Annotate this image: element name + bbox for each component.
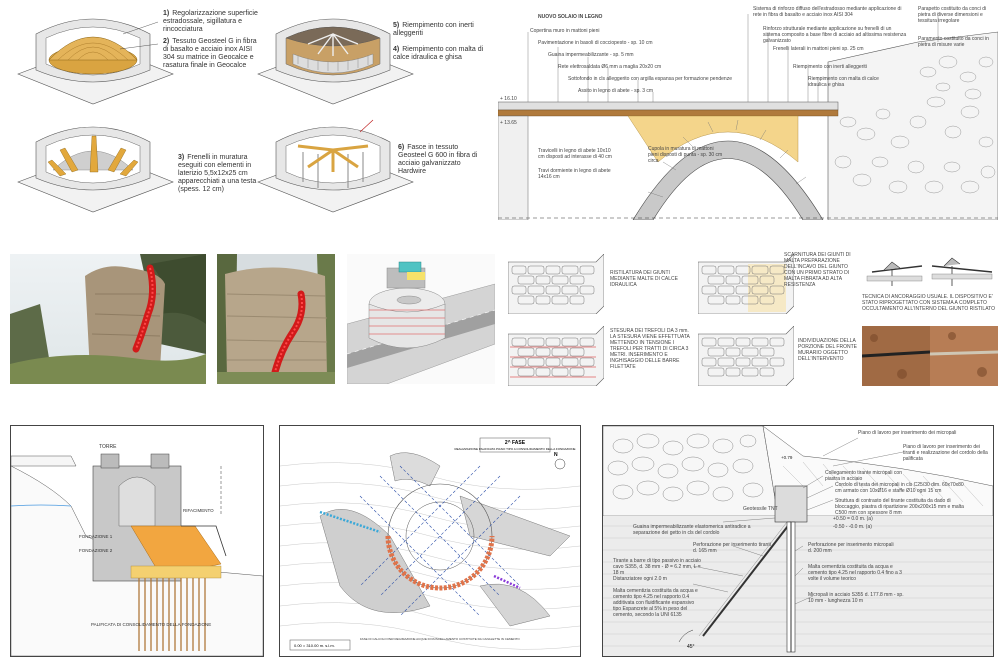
section-label-10: Sistema di rinforzo diffuso dell'estrado… — [753, 6, 902, 18]
wall-diagram-4 — [698, 326, 794, 386]
wall-note-3: STESURA DEI TREFOLI DA 3 mm. LA STESURA … — [610, 328, 690, 370]
section-label-0: NUOVO SOLAIO IN LEGNO — [538, 14, 603, 20]
detail-label-12: Micropali in acciaio S355 d. 177.8 mm - … — [808, 592, 904, 604]
section-label-7: Travicelli in legno di abete 10x10 cm di… — [538, 148, 612, 160]
section-label-1: Copertina muro in mattoni pieni — [530, 28, 600, 34]
anchor-detail-panel: TECNICA DI ANCORAGGIO USUALE. IL DISPOSI… — [862, 252, 998, 386]
dome-step-5-illustration — [257, 18, 414, 105]
detail-label-2: Collegamento tirante micropali con piast… — [825, 470, 902, 482]
wall-note-2: SCARNITURA DEI GIUNTI DI MALTA PREPARAZI… — [784, 252, 851, 288]
detail-label-3: Cordolo di testa dei micropali in cls C2… — [835, 482, 964, 494]
tower-photo-2 — [217, 254, 335, 384]
elevation-label-1: RIFACIMENTO — [183, 508, 214, 513]
step-2-text: Tessuto Geosteel G in fibra di basalto e… — [163, 38, 257, 69]
detail-label-8: Distanziatore ogni 2.0 m — [613, 576, 667, 582]
detail-label-11: Malta cementizia costituita da acqua e c… — [808, 564, 902, 582]
section-label-9: Cupola in muratura di mattoni pieni disp… — [648, 146, 723, 164]
detail-label-13: Geotessile TNT — [743, 506, 778, 512]
detail-label-5: Guaina impermeabilizzante elastomerica a… — [633, 524, 751, 536]
step-3-num: 3) — [178, 154, 185, 161]
section-label-2: Pavimentazione in basoli di cocciopesto … — [538, 40, 653, 46]
level-2: + 13.65 — [500, 120, 517, 126]
tower-photo-1 — [10, 254, 206, 384]
detail-label-0: Piano di lavoro per inserimento dei micr… — [858, 430, 957, 436]
plan-bottom-note: FASE DI CALCOLO PER REGIMAZIONE ACQUE DI… — [360, 637, 520, 641]
section-label-3: Guaina impermeabilizzante - sp. 5 mm — [548, 52, 634, 58]
site-plan-panel: 2^ FASE REALIZZAZIONE PALIFICATA PIANO T… — [279, 425, 581, 657]
section-label-11: Rinforzo strutturale mediante applicazio… — [763, 26, 907, 44]
step-5-text: Riempimento con inerti alleggeriti — [393, 22, 474, 37]
wall-note-4: INDIVIDUAZIONE DELLA PORZIONE DEL FRONTE… — [798, 338, 857, 362]
plan-subtitle: REALIZZAZIONE PALIFICATA PIANO TIPO A CO… — [454, 447, 575, 451]
elevation-label-0: TORRE — [99, 444, 117, 450]
micropile-detail-drawing: 45° +0.79 — [603, 426, 993, 656]
dome-step-1-illustration — [17, 18, 174, 105]
dome-step-6-illustration — [257, 119, 414, 213]
dome-steps-panel: 1)Regolarizzazione superficie estradossa… — [8, 4, 488, 216]
plan-scale-note: 0.00 = 310.00 m. s.l.m. — [294, 643, 335, 648]
detail-label-6: Perforazione per inserimento tiranti d. … — [693, 542, 771, 554]
dome-step-3-illustration — [17, 126, 174, 213]
anchor-note: TECNICA DI ANCORAGGIO USUALE. IL DISPOSI… — [862, 294, 996, 312]
wall-diagram-1 — [508, 254, 604, 314]
step-3-text: Frenelli in muratura eseguiti con elemen… — [178, 154, 257, 193]
elevation-label-3: FONDAZIONE 2 — [79, 548, 113, 553]
step-2-num: 2) — [163, 38, 170, 45]
detail-label-4: Struttura di contrasto del tirante costi… — [835, 498, 964, 516]
level-1: + 16.10 — [500, 96, 517, 102]
anchor-sketch — [866, 257, 993, 286]
section-label-4: Rete elettrosaldata Ø6 mm a maglia 20x20… — [558, 64, 662, 70]
section-label-6: Assito in legno di abete - sp. 3 cm — [578, 88, 654, 94]
anchor-photo — [862, 326, 998, 386]
micropile-detail-panel: 45° +0.79 Piano di lavoro per inseriment… — [602, 425, 994, 657]
detail-label-9: Malta cementizia costituita da acqua e c… — [613, 588, 698, 618]
step-4-num: 4) — [393, 46, 400, 53]
section-label-5: Sottofondo in cls alleggerito con argill… — [568, 76, 732, 82]
angle-label: 45° — [687, 644, 695, 650]
elevation-panel: TORRE RIFACIMENTO FONDAZIONE 1 FONDAZION… — [10, 425, 264, 657]
detail-label-7: Tirante a barre di tipo passivo in accia… — [613, 558, 701, 576]
step-6-num: 6) — [398, 144, 405, 151]
section-drawing-panel: NUOVO SOLAIO IN LEGNO Copertina muro in … — [498, 2, 998, 220]
section-label-15: Paramento costituito da conci in pietra … — [918, 36, 989, 48]
section-label-12: Frenelli laterali in mattoni pieni sp. 2… — [773, 46, 864, 52]
section-label-14: Riempimento con malta di calce idraulica… — [808, 76, 879, 88]
wall-diagram-2 — [698, 254, 794, 314]
elevation-label-2: FONDAZIONE 1 — [79, 534, 113, 539]
section-label-13: Riempimento con inerti alleggeriti — [793, 64, 867, 70]
detail-level-1: +0.50 = 0.0 m. (a) — [833, 516, 873, 522]
tower-3d-model — [347, 254, 495, 384]
wall-diagram-3 — [508, 326, 604, 386]
detail-level-0: +0.79 — [781, 455, 793, 460]
step-5-num: 5) — [393, 22, 400, 29]
detail-label-10: Perforazione per inserimento micropali d… — [808, 542, 894, 554]
north-arrow: N — [554, 452, 558, 458]
step-1-num: 1) — [163, 10, 170, 17]
wall-technique-panel: RISTILATURA DEI GIUNTI MEDIANTE MALTE DI… — [508, 252, 858, 390]
section-drawing — [498, 12, 998, 220]
elevation-label-4: PALIFICATA DI CONSOLIDAMENTO DELLA FONDA… — [91, 622, 211, 627]
step-6-text: Fasce in tessuto Geosteel G 600 in fibra… — [398, 144, 478, 175]
step-4-text: Riempimento con malta di calce idraulica… — [393, 46, 484, 61]
section-label-16: Parapetto costituito da conci di pietra … — [918, 6, 987, 24]
detail-label-1: Piano di lavoro per inserimento dei tira… — [903, 444, 988, 462]
plan-title: 2^ FASE — [505, 440, 526, 446]
section-label-8: Travi dormiente in legno di abete 14x16 … — [538, 168, 611, 180]
detail-level-2: -0.50 - -0.0 m. (a) — [833, 524, 872, 530]
wall-note-1: RISTILATURA DEI GIUNTI MEDIANTE MALTE DI… — [610, 270, 678, 288]
step-1-text: Regolarizzazione superficie estradossale… — [163, 10, 258, 33]
